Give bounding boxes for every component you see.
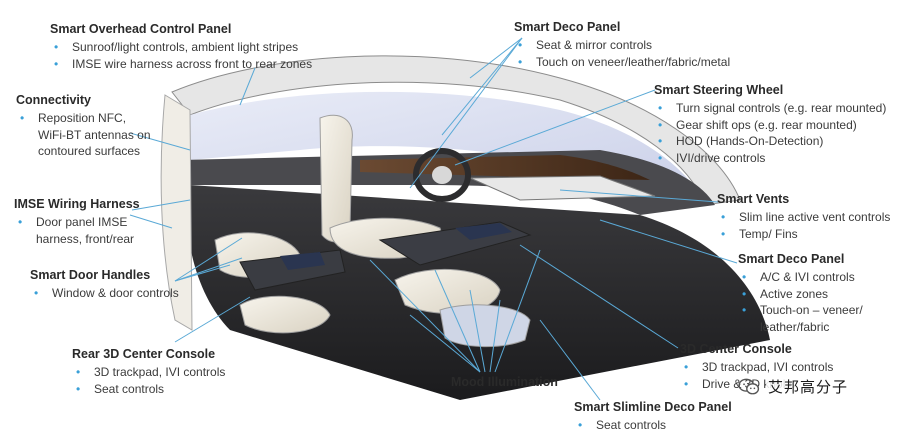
- callout-title: Connectivity: [16, 93, 92, 107]
- mood-illumination-label: Mood Illumination: [451, 375, 558, 389]
- callout-connectivity: Connectivity •Reposition NFC, WiFi-BT an…: [16, 93, 151, 160]
- callout-deco-top: Smart Deco Panel •Seat & mirror controls…: [514, 20, 730, 70]
- callout-steering: Smart Steering Wheel •Turn signal contro…: [654, 83, 886, 166]
- callout-item: •Active zones: [742, 286, 829, 301]
- callout-title: Smart Vents: [717, 192, 790, 206]
- callout-title: Smart Steering Wheel: [654, 83, 784, 97]
- callout-item: •HOD (Hands-On-Detection): [658, 134, 824, 148]
- callout-item: •Sunroof/light controls, ambient light s…: [54, 40, 299, 54]
- callout-item: •Window & door controls: [34, 286, 179, 300]
- callout-door-handles: Smart Door Handles •Window & door contro…: [30, 268, 179, 302]
- callout-item: •Seat & mirror controls: [518, 38, 653, 52]
- callout-title: IMSE Wiring Harness: [14, 197, 140, 211]
- callout-item: •Seat controls: [76, 381, 165, 396]
- steering-wheel: [413, 148, 471, 202]
- callout-item: •Temp/ Fins: [721, 226, 798, 241]
- watermark: 艾邦高分子: [738, 376, 851, 397]
- callout-title: Smart Door Handles: [30, 268, 151, 282]
- callout-item: •IMSE wire harness across front to rear …: [54, 56, 313, 71]
- callout-console-3d: 3D Center Console •3D trackpad, IVI cont…: [680, 342, 833, 392]
- callout-item: •A/C & IVI controls: [742, 270, 855, 284]
- callout-item: •Door panel IMSE harness, front/rear: [18, 215, 135, 246]
- rear-seat-right: [394, 268, 501, 314]
- callout-item: •Touch on veneer/leather/fabric/metal: [518, 54, 731, 69]
- callout-item: •Touch-on – veneer/ leather/fabric: [742, 303, 863, 334]
- callout-title: 3D Center Console: [680, 342, 792, 356]
- callout-title: Smart Deco Panel: [514, 20, 621, 34]
- callout-deco-right: Smart Deco Panel •A/C & IVI controls •Ac…: [738, 252, 863, 335]
- callout-rear-console: Rear 3D Center Console •3D trackpad, IVI…: [72, 347, 225, 397]
- callout-item: •3D trackpad, IVI controls: [684, 360, 834, 374]
- callout-item: •Seat controls: [578, 418, 667, 432]
- callout-item: •Turn signal controls (e.g. rear mounted…: [658, 101, 887, 115]
- rear-seat-cushion: [239, 295, 331, 334]
- wechat-icon: [738, 378, 760, 394]
- callout-item: •IVI/drive controls: [658, 150, 766, 165]
- windshield: [190, 91, 705, 205]
- callout-item: •Reposition NFC, WiFi-BT antennas on con…: [20, 111, 151, 158]
- callout-item: •Gear shift ops (e.g. rear mounted): [658, 117, 857, 132]
- callout-title: Smart Slimline Deco Panel: [574, 400, 732, 414]
- callout-title: Rear 3D Center Console: [72, 347, 216, 361]
- roof-frame: [171, 55, 741, 206]
- callout-overhead: Smart Overhead Control Panel •Sunroof/li…: [50, 22, 312, 72]
- watermark-text: 艾邦高分子: [766, 376, 851, 397]
- rear-seat-right-front: [439, 304, 531, 347]
- callout-title: Smart Deco Panel: [738, 252, 845, 266]
- callout-slimline: Smart Slimline Deco Panel •Seat controls: [574, 400, 732, 434]
- callout-title: Smart Overhead Control Panel: [50, 22, 232, 36]
- door-panel: [160, 94, 193, 331]
- callout-item: •3D trackpad, IVI controls: [76, 365, 226, 379]
- callout-wiring: IMSE Wiring Harness •Door panel IMSE har…: [14, 197, 140, 247]
- callout-vents: Smart Vents •Slim line active vent contr…: [717, 192, 890, 242]
- callout-item: •Slim line active vent controls: [721, 210, 891, 224]
- leader-lines: [129, 37, 738, 401]
